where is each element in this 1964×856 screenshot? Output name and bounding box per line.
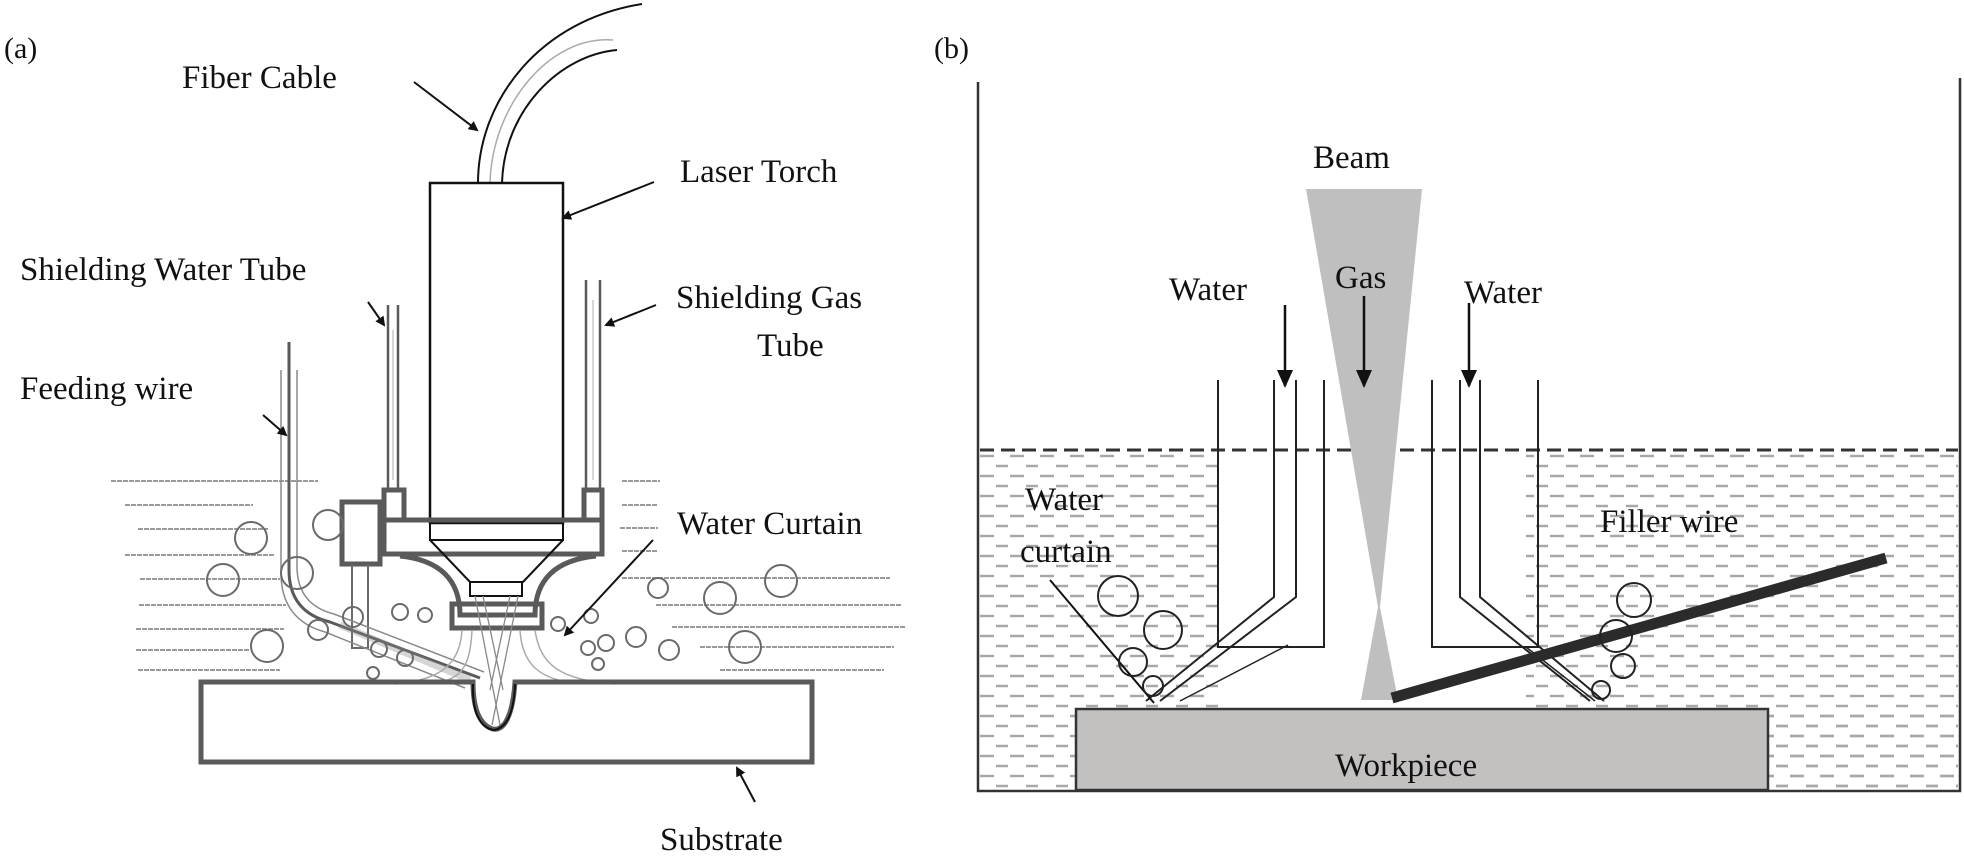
label-water-curtain-2: curtain (1020, 534, 1112, 570)
left-nozzle (1145, 380, 1325, 702)
panel-a: (a) (4, 3, 906, 856)
label-substrate: Substrate (660, 822, 783, 856)
label-water-right: Water (1464, 275, 1542, 311)
torch-lens (429, 523, 564, 597)
feeding-wire (280, 342, 485, 689)
shielding-gas-tube (584, 280, 602, 490)
panel-b-tag: (b) (934, 32, 969, 65)
label-shielding-gas-tube-1: Shielding Gas (676, 280, 862, 316)
label-shielding-water-tube: Shielding Water Tube (20, 252, 306, 288)
shielding-water-tube (386, 305, 400, 490)
label-beam: Beam (1313, 140, 1390, 176)
water-nozzle (339, 499, 383, 649)
bubbles-b (1097, 575, 1652, 700)
laser-torch-body (428, 181, 565, 525)
label-filler-wire: Filler wire (1600, 504, 1738, 540)
filler-wire (1390, 552, 1888, 704)
water-lines-left (111, 480, 318, 671)
water-curtain-leader (1049, 579, 1155, 704)
panel-b: (b) (934, 32, 1962, 793)
flow-arrows-b (1277, 296, 1477, 388)
label-water-left: Water (1169, 272, 1247, 308)
label-shielding-gas-tube-2: Tube (757, 328, 824, 364)
label-laser-torch: Laser Torch (680, 154, 838, 190)
torch-housing (381, 487, 605, 631)
label-gas: Gas (1335, 260, 1386, 296)
label-water-curtain: Water Curtain (677, 506, 862, 542)
fiber-cable (477, 3, 643, 184)
label-workpiece: Workpiece (1335, 748, 1477, 784)
leader-arrows-a (262, 81, 756, 803)
panel-a-tag: (a) (4, 32, 37, 65)
laser-beam-cone (1306, 189, 1422, 700)
laser-beam (474, 595, 519, 726)
label-feeding-wire: Feeding wire (20, 371, 193, 407)
water-lines-right (620, 480, 906, 671)
label-fiber-cable: Fiber Cable (182, 60, 337, 96)
label-water-curtain-1: Water (1025, 482, 1103, 518)
substrate (198, 679, 815, 765)
workpiece (1074, 707, 1770, 792)
bubbles-a (206, 509, 798, 680)
